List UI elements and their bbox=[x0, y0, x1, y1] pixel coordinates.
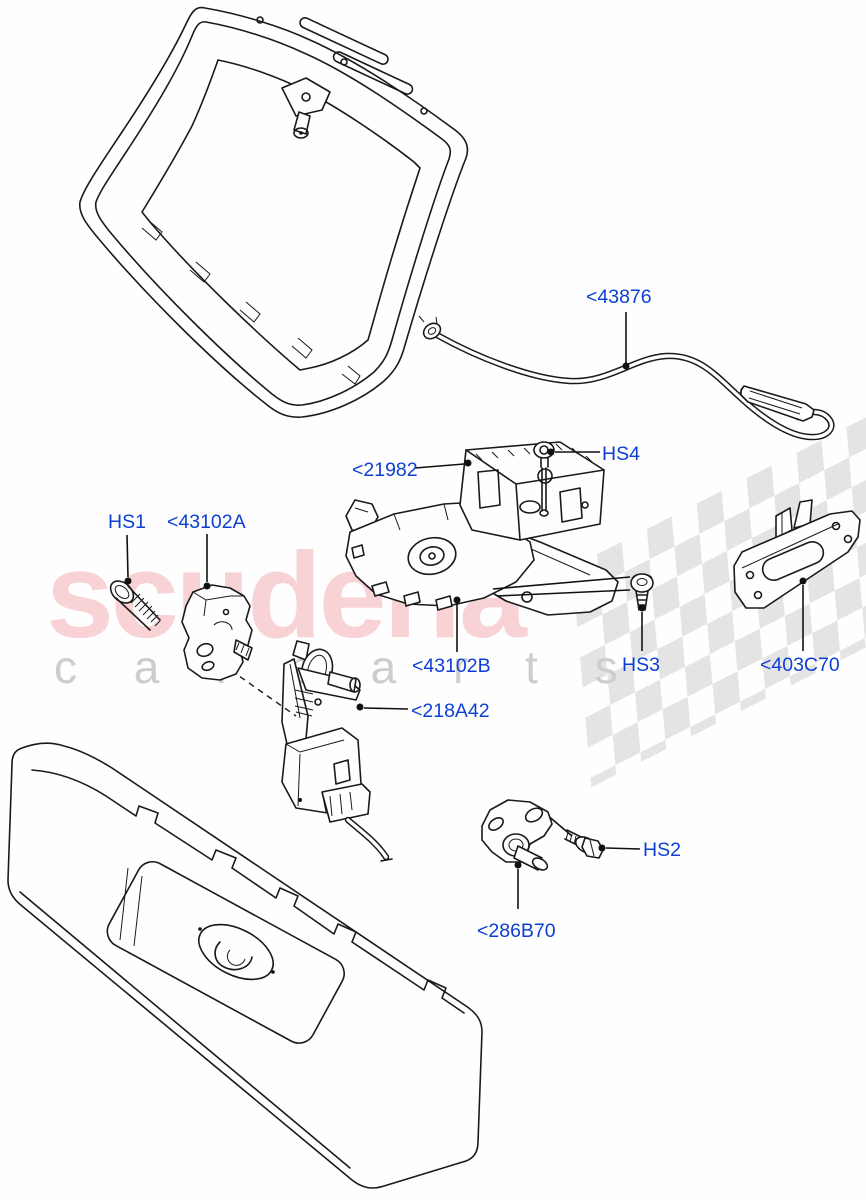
upper-lock-drawing bbox=[181, 584, 297, 717]
bolt-hs2-drawing bbox=[564, 829, 604, 859]
part-label-218a42[interactable]: <218A42 bbox=[411, 700, 490, 722]
part-label-43876[interactable]: <43876 bbox=[586, 286, 652, 308]
part-label-hs1[interactable]: HS1 bbox=[108, 511, 146, 533]
lower-tailgate-panel-drawing bbox=[7, 742, 483, 1189]
part-label-hs4[interactable]: HS4 bbox=[602, 443, 640, 465]
part-label-hs2[interactable]: HS2 bbox=[643, 839, 681, 861]
part-label-21982[interactable]: <21982 bbox=[352, 459, 418, 481]
upper-tailgate-frame-drawing bbox=[78, 6, 469, 418]
screw-hs3-drawing bbox=[492, 573, 654, 611]
part-label-403c70[interactable]: <403C70 bbox=[760, 654, 840, 676]
striker-drawing bbox=[481, 799, 573, 871]
release-cable-drawing bbox=[418, 315, 835, 441]
part-label-286b70[interactable]: <286B70 bbox=[477, 920, 556, 942]
callout-leaders bbox=[124, 312, 807, 909]
screw-hs1-drawing bbox=[109, 580, 161, 631]
part-label-43102b[interactable]: <43102B bbox=[412, 655, 491, 677]
lock-actuator-drawing bbox=[281, 640, 393, 862]
latch-bracket-drawing bbox=[459, 441, 605, 541]
part-label-43102a[interactable]: <43102A bbox=[167, 511, 246, 533]
part-label-hs3[interactable]: HS3 bbox=[622, 654, 660, 676]
licence-bracket-drawing bbox=[733, 499, 861, 609]
